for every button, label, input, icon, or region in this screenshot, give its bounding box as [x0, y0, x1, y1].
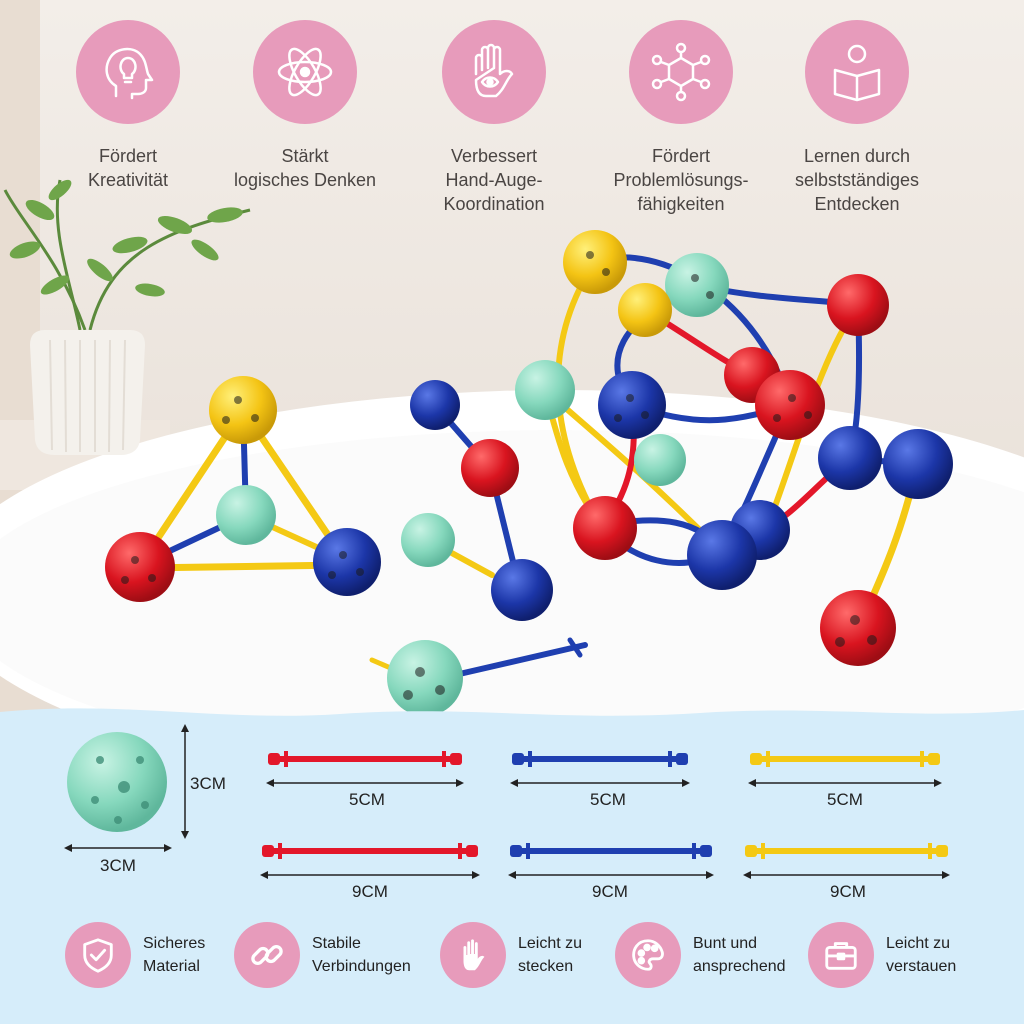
rod	[745, 843, 948, 859]
feature-easy-storage: Leicht zu verstauen	[808, 920, 956, 990]
dimension-arrow	[266, 779, 464, 787]
benefit-creativity: Fördert Kreativität	[38, 20, 218, 192]
hand-icon	[440, 922, 506, 988]
chain-link-icon	[234, 922, 300, 988]
feature-label: Leicht zu stecken	[518, 935, 583, 975]
feature-label: Sicheres Material	[143, 935, 206, 975]
benefit-label: Fördert Kreativität	[87, 146, 169, 190]
benefit-coordination: Verbessert Hand-Auge- Koordination	[404, 20, 584, 216]
case-icon	[808, 922, 874, 988]
dimension-arrow	[508, 871, 714, 879]
feature-colorful: Bunt und ansprechend	[615, 920, 786, 990]
ball-holes	[121, 251, 877, 700]
rod-label: 9CM	[830, 882, 866, 901]
reader-icon	[805, 20, 909, 124]
feature-safe-material: Sicheres Material	[65, 920, 205, 990]
head-lightbulb-icon	[76, 20, 180, 124]
feature-label: Bunt und ansprechend	[693, 935, 786, 975]
dimension-arrow	[743, 871, 950, 879]
benefit-label: Verbessert Hand-Auge- Koordination	[443, 146, 545, 214]
dimension-arrow	[260, 871, 480, 879]
rod-label: 9CM	[352, 882, 388, 901]
benefits-row: Fördert Kreativität Stärkt logisches Den…	[0, 20, 1024, 220]
palette-icon	[615, 922, 681, 988]
spec-ball	[64, 724, 189, 852]
feature-label: Stabile Verbindungen	[312, 935, 411, 975]
rod-label: 5CM	[827, 790, 863, 809]
network-icon	[629, 20, 733, 124]
loose-pieces	[369, 380, 588, 716]
benefit-logic: Stärkt logisches Denken	[215, 20, 395, 192]
shield-check-icon	[65, 922, 131, 988]
benefit-label: Lernen durch selbstständiges Entdecken	[794, 146, 920, 214]
rod-label: 9CM	[592, 882, 628, 901]
feature-easy-plug: Leicht zu stecken	[440, 920, 582, 990]
ball-width-label: 3CM	[100, 856, 136, 875]
feature-label: Leicht zu verstauen	[886, 935, 957, 975]
rod	[750, 751, 940, 767]
atom-icon	[253, 20, 357, 124]
rod	[512, 751, 688, 767]
benefit-label: Stärkt logisches Denken	[233, 146, 377, 190]
benefit-problem-solving: Fördert Problemlösungs- fähigkeiten	[591, 20, 771, 216]
pyramid-structure	[105, 376, 381, 602]
benefit-label: Fördert Problemlösungs- fähigkeiten	[613, 146, 749, 214]
feature-stable-connections: Stabile Verbindungen	[234, 920, 411, 990]
plant	[3, 179, 251, 455]
dimension-arrow	[748, 779, 942, 787]
ball-height-label: 3CM	[190, 774, 226, 793]
rod-label: 5CM	[349, 790, 385, 809]
rod	[262, 843, 478, 859]
hand-eye-icon	[442, 20, 546, 124]
large-structure-balls	[515, 230, 953, 666]
rod-label: 5CM	[590, 790, 626, 809]
rod	[268, 751, 462, 767]
dimension-arrow	[510, 779, 690, 787]
benefit-self-learning: Lernen durch selbstständiges Entdecken	[767, 20, 947, 216]
rod	[510, 843, 712, 859]
